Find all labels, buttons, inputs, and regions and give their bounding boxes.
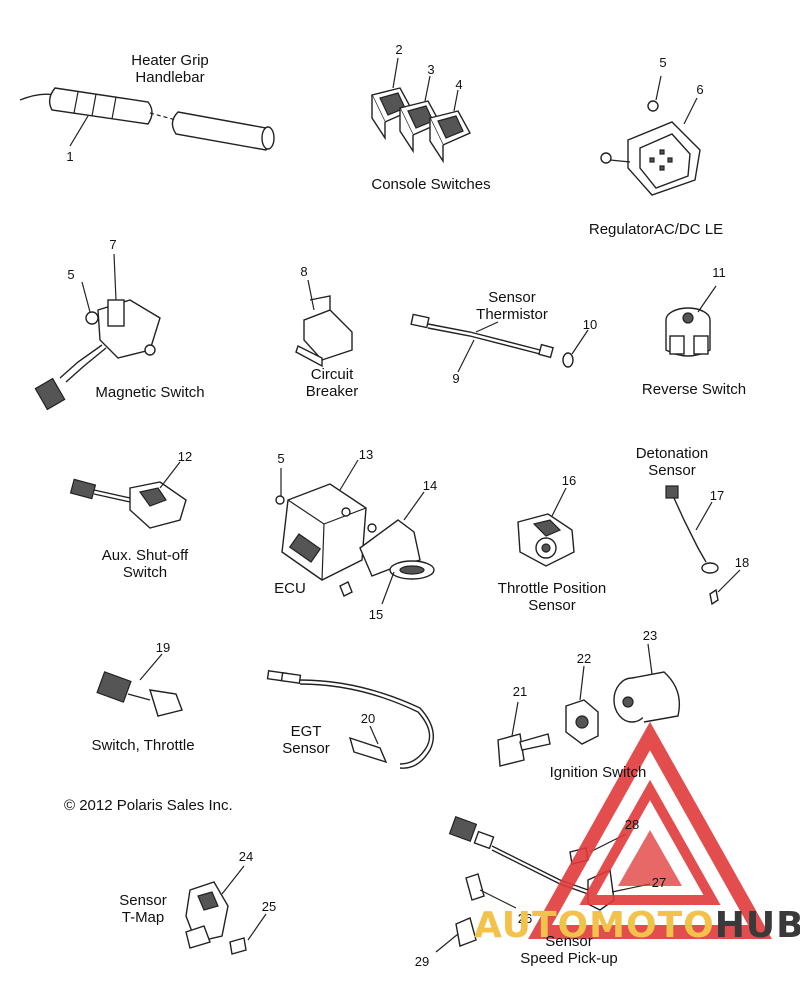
label-sensor-tmap: Sensor T-Map (119, 892, 167, 926)
label-sensor-thermistor: Sensor Thermistor (476, 289, 548, 323)
watermark-text: AUTOMOTOHUB (474, 905, 800, 946)
sensor-thermistor-part[interactable] (410, 313, 589, 373)
callout-number: 13 (358, 447, 374, 462)
callout-number: 21 (512, 684, 528, 699)
copyright-notice: © 2012 Polaris Sales Inc. (64, 797, 233, 814)
callout-number: 15 (368, 607, 384, 622)
callout-number: 2 (395, 42, 403, 57)
regulator-part[interactable] (600, 75, 701, 196)
throttle-position-sensor-part[interactable] (517, 487, 575, 567)
callout-number: 1 (66, 149, 74, 164)
callout-number: 18 (734, 555, 750, 570)
tmap-sensor-part[interactable] (185, 865, 267, 955)
magnetic-switch-part[interactable] (34, 253, 161, 411)
ecu-part[interactable] (275, 459, 367, 597)
callout-number: 14 (422, 478, 438, 493)
callout-number: 10 (582, 317, 598, 332)
label-egt-sensor: EGT Sensor (282, 723, 330, 757)
label-reverse-switch: Reverse Switch (641, 381, 747, 398)
heater-grip-part[interactable] (19, 87, 275, 151)
label-speed-pickup: Sensor Speed Pick-up (520, 933, 618, 967)
ecu-bracket-part[interactable] (359, 491, 435, 605)
callout-number: 9 (452, 371, 460, 386)
detonation-sensor-part[interactable] (665, 485, 741, 606)
callout-number: 20 (360, 711, 376, 726)
callout-number: 28 (624, 817, 640, 832)
label-detonation-sensor: Detonation Sensor (635, 445, 709, 479)
label-regulator: RegulatorAC/DC LE (588, 221, 724, 238)
aux-shutoff-part[interactable] (69, 461, 187, 529)
callout-number: 29 (414, 954, 430, 969)
label-throttle-position: Throttle Position Sensor (497, 580, 607, 614)
label-ignition-switch: Ignition Switch (549, 764, 647, 781)
callout-number: 6 (696, 82, 704, 97)
callout-number: 4 (455, 77, 463, 92)
callout-number: 8 (300, 264, 308, 279)
label-circuit-breaker: Circuit Breaker (305, 366, 359, 400)
callout-number: 24 (238, 849, 254, 864)
label-ecu: ECU (274, 580, 306, 597)
circuit-breaker-part[interactable] (295, 279, 353, 368)
label-heater-grip: Heater Grip Handlebar (131, 52, 209, 86)
callout-number: 5 (67, 267, 75, 282)
callout-number: 12 (177, 449, 193, 464)
callout-number: 25 (261, 899, 277, 914)
callout-number: 23 (642, 628, 658, 643)
callout-number: 7 (109, 237, 117, 252)
reverse-switch-part[interactable] (665, 285, 717, 357)
callout-number: 5 (659, 55, 667, 70)
label-magnetic-switch: Magnetic Switch (95, 384, 205, 401)
callout-number: 17 (709, 488, 725, 503)
callout-number: 26 (517, 911, 533, 926)
ignition-switch-part[interactable] (497, 643, 681, 767)
callout-number: 5 (277, 451, 285, 466)
callout-number: 27 (651, 875, 667, 890)
switch-throttle-part[interactable] (96, 653, 183, 717)
label-console-switches: Console Switches (371, 176, 491, 193)
label-aux-shutoff: Aux. Shut-off Switch (101, 547, 189, 581)
callout-number: 11 (712, 265, 726, 280)
console-switches-part[interactable] (370, 57, 471, 164)
egt-sensor-part[interactable] (266, 669, 434, 769)
callout-number: 22 (576, 651, 592, 666)
callout-number: 3 (427, 62, 435, 77)
callout-number: 19 (155, 640, 171, 655)
callout-number: 16 (561, 473, 577, 488)
label-switch-throttle: Switch, Throttle (91, 737, 195, 754)
watermark-logo (528, 721, 772, 939)
